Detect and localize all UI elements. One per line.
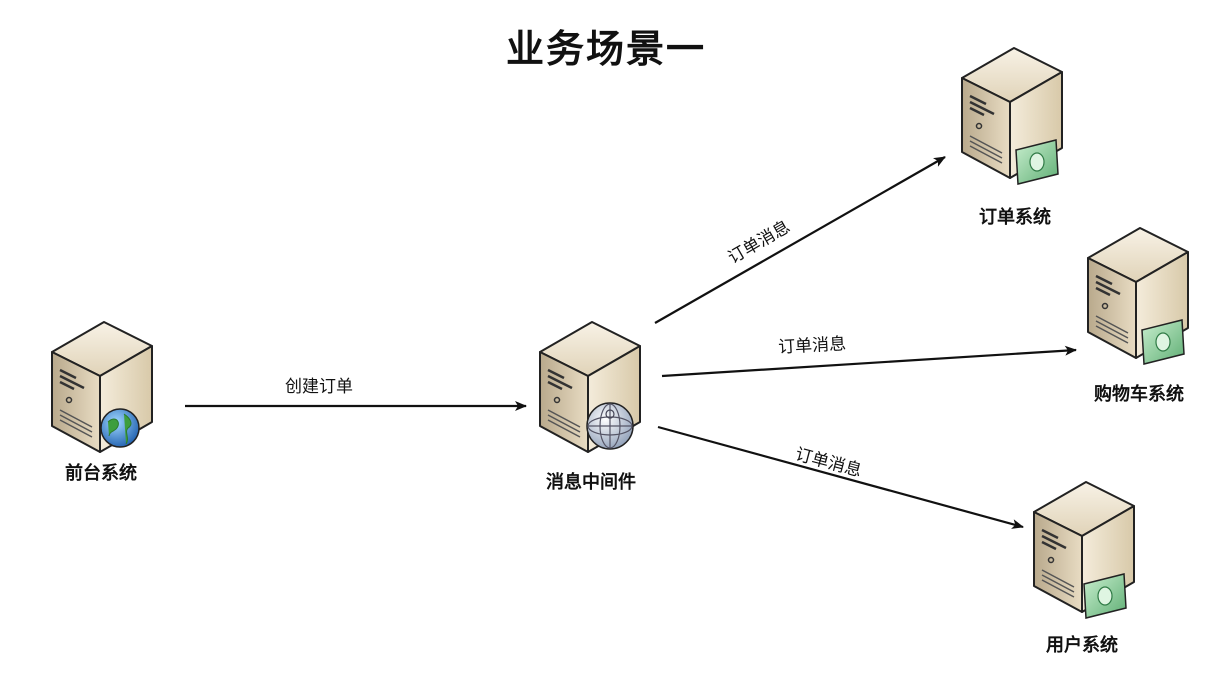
node-label-cart: 购物车系统 (1094, 384, 1184, 405)
network-globe-icon (586, 402, 634, 450)
node-label-mq: 消息中间件 (546, 472, 636, 493)
edges-layer (185, 156, 1077, 529)
edge-mq-to-order (654, 156, 946, 324)
cart-server-icon (1086, 226, 1190, 365)
money-icon (1083, 573, 1127, 619)
diagram-title: 业务场景一 (505, 27, 706, 71)
money-icon (1141, 319, 1185, 365)
edge-mq-to-cart (661, 345, 1077, 378)
globe-icon (100, 408, 140, 448)
node-label-frontend: 前台系统 (65, 463, 137, 484)
node-label-order: 订单系统 (979, 207, 1051, 228)
mq-server-icon (538, 320, 642, 454)
edge-mq-to-user (657, 425, 1024, 529)
frontend-server-icon (50, 320, 154, 454)
edge-label-create-order: 创建订单 (285, 377, 353, 397)
user-server-icon (1032, 480, 1136, 619)
money-icon (1015, 139, 1059, 185)
node-label-user: 用户系统 (1046, 635, 1118, 656)
edge-label-order-msg-2: 订单消息 (777, 334, 847, 358)
order-server-icon (960, 46, 1064, 185)
